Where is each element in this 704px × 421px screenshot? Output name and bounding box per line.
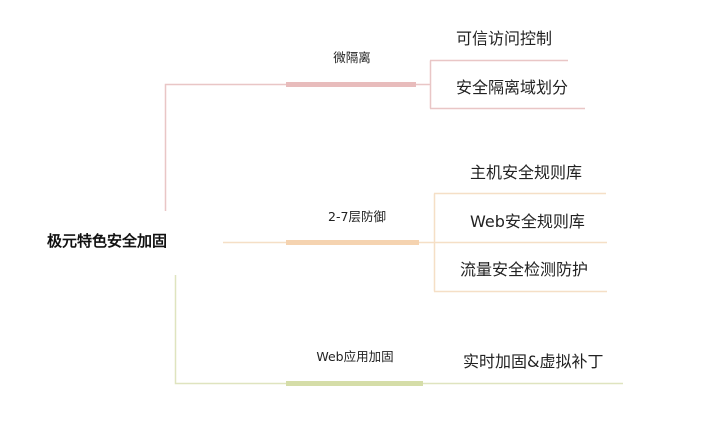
- branch-microsegmentation-lines: [164, 59, 585, 211]
- leaf-node[interactable]: 流量安全检测防护: [460, 260, 589, 279]
- leaf-node[interactable]: Web安全规则库: [470, 212, 585, 231]
- branch-node-layer-defense[interactable]: 2-7层防御: [328, 209, 386, 224]
- leaf-node[interactable]: 安全隔离域划分: [456, 78, 569, 97]
- branch-node-web-hardening[interactable]: Web应用加固: [316, 349, 394, 364]
- branch-web-hardening-lines: [174, 275, 623, 386]
- leaf-node[interactable]: 主机安全规则库: [470, 163, 583, 182]
- branch-layer-defense-lines: [223, 192, 607, 293]
- leaf-node[interactable]: 可信访问控制: [456, 29, 553, 48]
- root-node[interactable]: 极元特色安全加固: [47, 232, 168, 250]
- leaf-node[interactable]: 实时加固&虚拟补丁: [463, 352, 604, 371]
- branch-node-microsegmentation[interactable]: 微隔离: [333, 50, 371, 65]
